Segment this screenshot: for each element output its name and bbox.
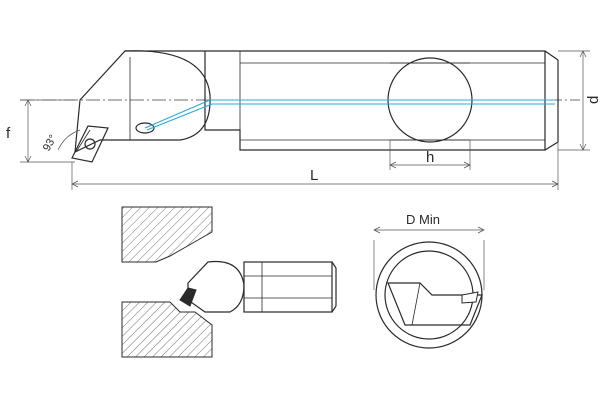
workpiece-lower-section bbox=[121, 301, 213, 358]
label-angle: 93° bbox=[41, 133, 60, 153]
dimension-d: d bbox=[558, 50, 600, 151]
coolant-channel bbox=[144, 99, 555, 131]
side-view: f 93° d h L bbox=[6, 50, 600, 190]
dimension-d-min: D Min bbox=[373, 212, 485, 290]
label-h: h bbox=[426, 149, 434, 166]
coolant-outlet bbox=[135, 122, 155, 134]
schematic-tool-shank bbox=[243, 261, 333, 313]
label-f: f bbox=[6, 125, 11, 142]
dimension-f: f bbox=[6, 99, 75, 163]
dimension-angle: 93° bbox=[41, 129, 81, 153]
end-view-insert bbox=[461, 291, 479, 304]
machining-schematic bbox=[121, 206, 337, 358]
dimension-h: h bbox=[389, 140, 471, 170]
tool-head bbox=[74, 50, 211, 154]
schematic-tool-head bbox=[187, 260, 245, 313]
workpiece-upper-section bbox=[121, 206, 213, 263]
label-L: L bbox=[310, 167, 318, 184]
tool-end-profile bbox=[387, 282, 483, 326]
label-d-min: D Min bbox=[406, 212, 440, 227]
cutting-insert bbox=[71, 125, 109, 163]
label-d: d bbox=[585, 96, 600, 104]
end-view: D Min bbox=[373, 212, 485, 349]
dimension-L: L bbox=[71, 142, 559, 190]
schematic-insert bbox=[179, 287, 197, 307]
